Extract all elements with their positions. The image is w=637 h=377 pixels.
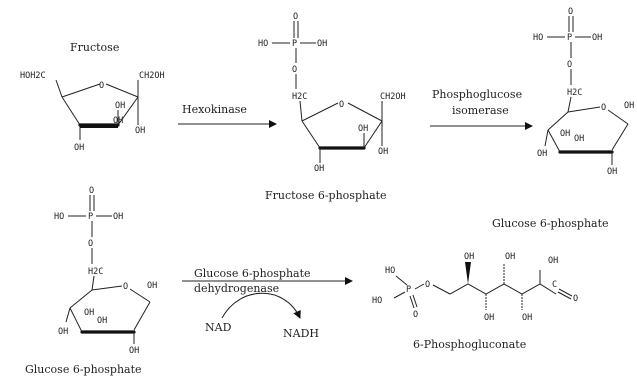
svg-text:OH: OH: [84, 308, 94, 318]
ring-oxygen: O: [99, 81, 104, 91]
svg-text:OH: OH: [113, 212, 123, 222]
svg-text:OH: OH: [548, 256, 558, 266]
g6pd-step: Glucose 6-phosphate dehydrogenase NAD NA…: [182, 267, 353, 340]
svg-text:OH: OH: [464, 252, 474, 262]
fructose-6-phosphate-label: Fructose 6-phosphate: [265, 189, 387, 202]
svg-text:O: O: [292, 65, 297, 75]
svg-text:O: O: [88, 239, 93, 249]
g6pd-label-2: dehydrogenase: [194, 282, 279, 295]
svg-text:HO: HO: [54, 212, 64, 222]
svg-text:P: P: [406, 285, 411, 295]
nad-label: NAD: [205, 321, 232, 334]
svg-text:O: O: [293, 12, 298, 22]
isomerase-label-1: Phosphoglucose: [432, 88, 522, 101]
oh-c4: OH: [74, 143, 84, 153]
svg-text:H2C: H2C: [567, 88, 582, 98]
svg-text:OH: OH: [607, 167, 617, 177]
svg-text:HO: HO: [385, 266, 395, 276]
oh-c2: OH: [135, 126, 145, 136]
svg-text:O: O: [568, 7, 573, 17]
nad-nadh-curved-arrow: [221, 292, 301, 319]
svg-text:OH: OH: [147, 281, 157, 291]
svg-text:CH2OH: CH2OH: [380, 92, 406, 102]
svg-text:O: O: [89, 186, 94, 196]
svg-text:O: O: [601, 103, 606, 113]
hoh2c-group: HOH2C: [20, 71, 46, 81]
g6pd-label-1: Glucose 6-phosphate: [194, 267, 311, 280]
svg-text:O: O: [567, 60, 572, 70]
svg-text:P: P: [567, 33, 572, 43]
svg-text:O: O: [339, 100, 344, 110]
svg-text:OH: OH: [97, 316, 107, 326]
glucose-6-phosphate-bottom-structure: O HO P OH O H2C O OH OH OH OH OH Glucose…: [25, 186, 157, 376]
svg-text:OH: OH: [505, 252, 515, 262]
svg-text:OH: OH: [574, 134, 584, 144]
oh-c3: OH: [115, 101, 125, 111]
svg-text:OH: OH: [129, 346, 139, 356]
svg-text:OH: OH: [358, 124, 368, 134]
svg-text:OH: OH: [317, 39, 327, 49]
svg-text:OH: OH: [314, 164, 324, 174]
svg-text:O: O: [123, 282, 128, 292]
isomerase-label-2: isomerase: [452, 104, 509, 117]
fructose-label: Fructose: [70, 41, 119, 54]
hexokinase-label: Hexokinase: [182, 103, 247, 116]
svg-text:OH: OH: [537, 149, 547, 159]
svg-text:OH: OH: [58, 327, 68, 337]
svg-text:OH: OH: [624, 101, 634, 111]
phosphogluconate-label: 6-Phosphogluconate: [413, 338, 526, 351]
hexokinase-step: Hexokinase: [178, 103, 277, 128]
svg-text:OH: OH: [592, 33, 602, 43]
svg-text:HO: HO: [372, 296, 382, 306]
svg-text:HO: HO: [258, 39, 268, 49]
ch2oh-group: CH2OH: [139, 71, 165, 81]
isomerase-step: Phosphoglucose isomerase: [430, 88, 533, 130]
svg-text:OH: OH: [484, 313, 494, 323]
svg-text:P: P: [88, 212, 93, 222]
glucose-6-phosphate-top-structure: O HO P OH O H2C O OH OH OH OH OH Glucose…: [492, 7, 634, 230]
svg-text:O: O: [413, 310, 418, 320]
svg-text:H2C: H2C: [292, 92, 307, 102]
fructose-structure: Fructose HOH2C CH2OH O OH OH OH OH: [20, 41, 165, 153]
svg-text:O: O: [425, 280, 430, 290]
glucose-6-phosphate-bottom-label: Glucose 6-phosphate: [25, 363, 142, 376]
svg-text:C: C: [552, 280, 557, 290]
svg-text:OH: OH: [560, 129, 570, 139]
fructose-6-phosphate-structure: O HO P OH O H2C CH2OH O OH OH OH Fructos…: [258, 12, 406, 202]
phosphogluconate-structure: HO P HO O O OH OH OH OH OH C O 6-Phospho…: [372, 252, 578, 351]
svg-text:OH: OH: [522, 313, 532, 323]
nadh-label: NADH: [283, 327, 319, 340]
svg-text:OH: OH: [378, 147, 388, 157]
svg-text:P: P: [292, 39, 297, 49]
oh-c3b: OH: [113, 116, 123, 126]
svg-text:HO: HO: [533, 33, 543, 43]
svg-text:O: O: [573, 294, 578, 304]
glucose-6-phosphate-top-label: Glucose 6-phosphate: [492, 217, 609, 230]
svg-text:H2C: H2C: [88, 267, 103, 277]
